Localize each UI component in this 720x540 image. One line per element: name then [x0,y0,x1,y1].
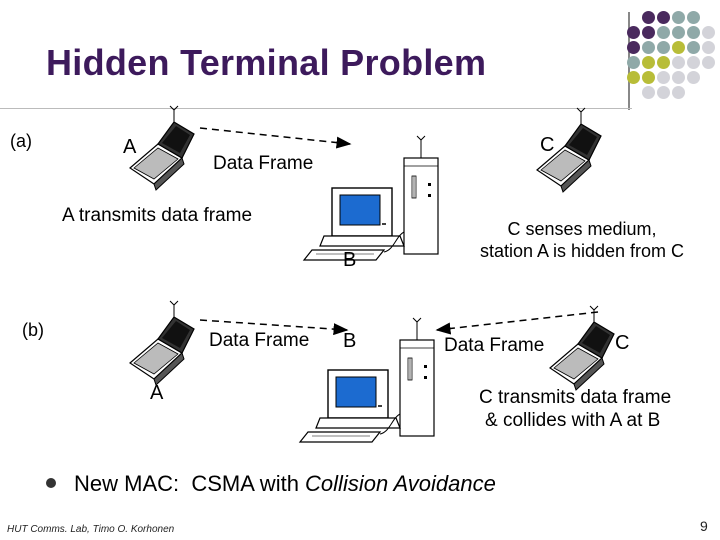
panel-b-node-c-label: C [615,332,630,354]
panel-a-frame-label: Data Frame [213,153,314,174]
panel-b-caption-right-2: & collides with A at B [485,410,661,431]
bullet-text: New MAC: CSMA with Collision Avoidance [74,471,496,497]
decorative-dot-grid [627,9,720,109]
panel-a-label: (a) [10,131,32,151]
panel-a-node-c-label: C [540,134,555,156]
footer-author: HUT Comms. Lab, Timo O. Korhonen [7,524,175,535]
title-rule [0,108,632,109]
panel-b-label: (b) [22,320,44,340]
panel-a-laptop-a-icon [129,105,195,191]
bullet-text-emphasis: Collision Avoidance [305,471,496,496]
panel-b-node-a-label: A [150,382,164,404]
panel-b-caption-right-1: C transmits data frame [479,387,672,408]
panel-a-arrow-a-to-b [199,127,352,149]
bullet-icon [46,478,56,488]
panel-a-node-b-label: B [343,249,357,271]
panel-b-laptop-a-icon [129,300,195,386]
slide-title: Hidden Terminal Problem [46,42,487,83]
panel-a-desktop-b-icon [303,135,439,261]
panel-b-arrow-c-to-b [435,311,599,335]
panel-b-arrow-a-to-b [199,319,349,336]
panel-b-node-b-label: B [343,330,357,352]
panel-a-caption-right-1: C senses medium, [507,219,657,239]
panel-a-node-a-label: A [123,136,137,158]
panel-b-frame-label-right: Data Frame [444,335,545,356]
panel-a-caption-left: A transmits data frame [62,205,253,226]
panel-b-laptop-c-icon [549,305,615,391]
panel-b-desktop-b-icon [299,317,435,443]
bullet-text-prefix: New MAC: CSMA with [74,471,306,496]
page-number: 9 [700,518,708,534]
panel-b-frame-label-left: Data Frame [209,330,310,351]
panel-a-caption-right-2: station A is hidden from C [479,241,685,261]
